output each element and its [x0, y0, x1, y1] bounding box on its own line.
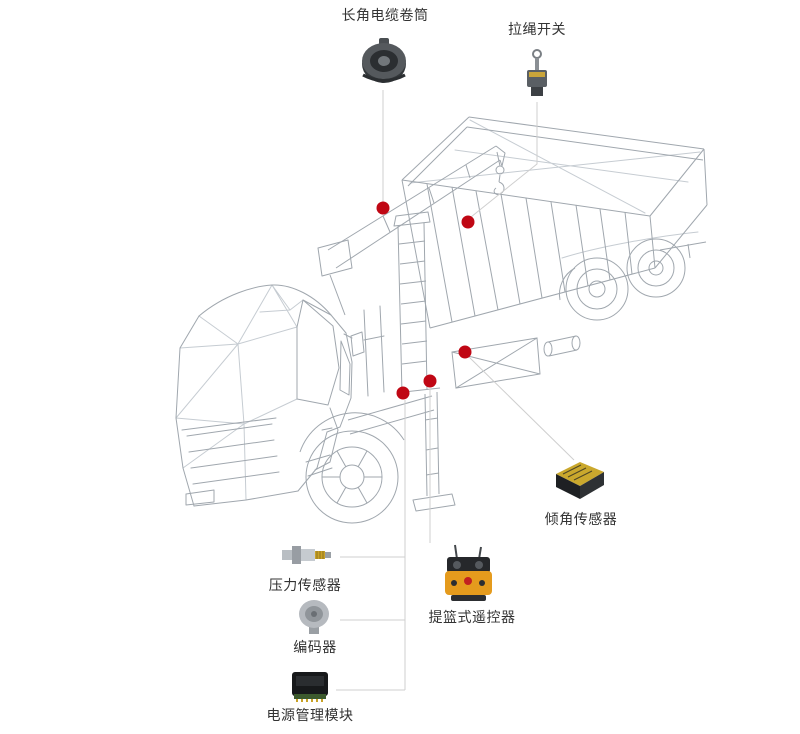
outrigger-leg — [403, 387, 456, 512]
hotspot-basket-remote — [423, 374, 437, 388]
pull-rope-switch-icon — [527, 49, 547, 96]
cab-outline — [175, 284, 385, 507]
front-wheel — [299, 412, 405, 524]
callout-label-tilt-sensor: 倾角传感器 — [544, 512, 618, 528]
chassis — [347, 335, 581, 435]
encoder-icon — [299, 600, 329, 634]
cable-reel-icon — [362, 38, 406, 83]
hotspot-pressure-sensor — [396, 386, 410, 400]
leader-lines — [336, 90, 575, 691]
hotspot-cable-reel — [376, 201, 390, 215]
hotspot-tilt-sensor — [458, 345, 472, 359]
callout-label-cable-reel: 长角电缆卷筒 — [341, 8, 429, 24]
tilt-sensor-icon — [556, 462, 604, 499]
rear-wheels — [558, 238, 686, 321]
crane — [317, 145, 506, 395]
cab-mesh-lines — [175, 119, 701, 501]
basket-remote-icon — [445, 544, 492, 601]
hotspot-pull-rope-switch — [461, 215, 475, 229]
power-module-icon — [292, 672, 328, 702]
callout-label-encoder: 编码器 — [293, 640, 337, 656]
callout-label-basket-remote: 提篮式遥控器 — [428, 610, 516, 626]
pressure-sensor-icon — [282, 546, 331, 564]
callout-label-power-module: 电源管理模块 — [266, 708, 354, 724]
callout-label-pressure-sensor: 压力传感器 — [268, 578, 342, 594]
callout-label-pull-rope-switch: 拉绳开关 — [508, 22, 566, 38]
